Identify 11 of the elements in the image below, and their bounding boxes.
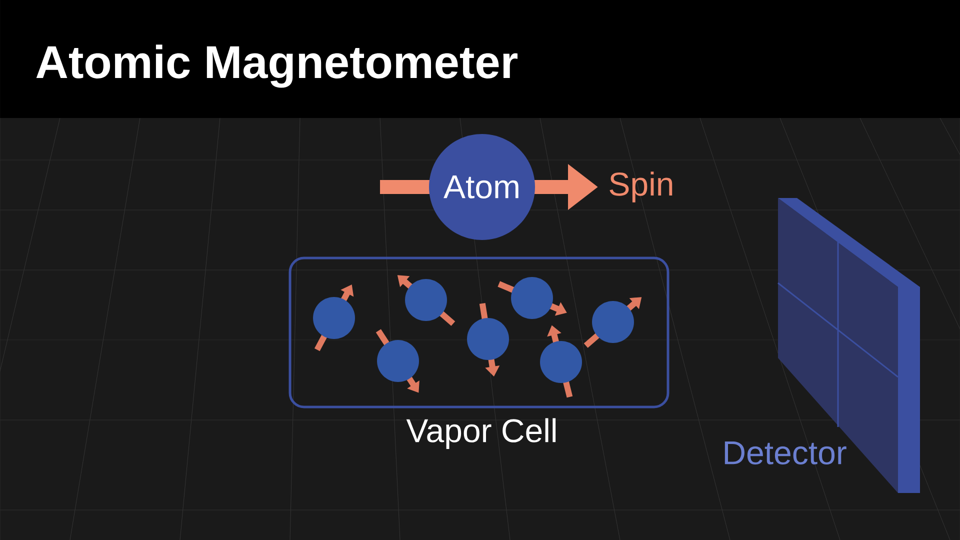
atom-circle	[467, 318, 509, 360]
atom-circle	[511, 277, 553, 319]
vapor-cell-box: Vapor Cell	[288, 256, 670, 449]
atom-circle	[592, 301, 634, 343]
atom-circle	[540, 341, 582, 383]
spin-label: Spin	[610, 172, 672, 202]
atom-circle	[405, 279, 447, 321]
atom-circle	[377, 340, 419, 382]
node-label: Vapor Cell	[406, 418, 556, 449]
title-bar: Atomic Magnetometer	[0, 0, 960, 118]
atom-circle	[313, 297, 355, 339]
